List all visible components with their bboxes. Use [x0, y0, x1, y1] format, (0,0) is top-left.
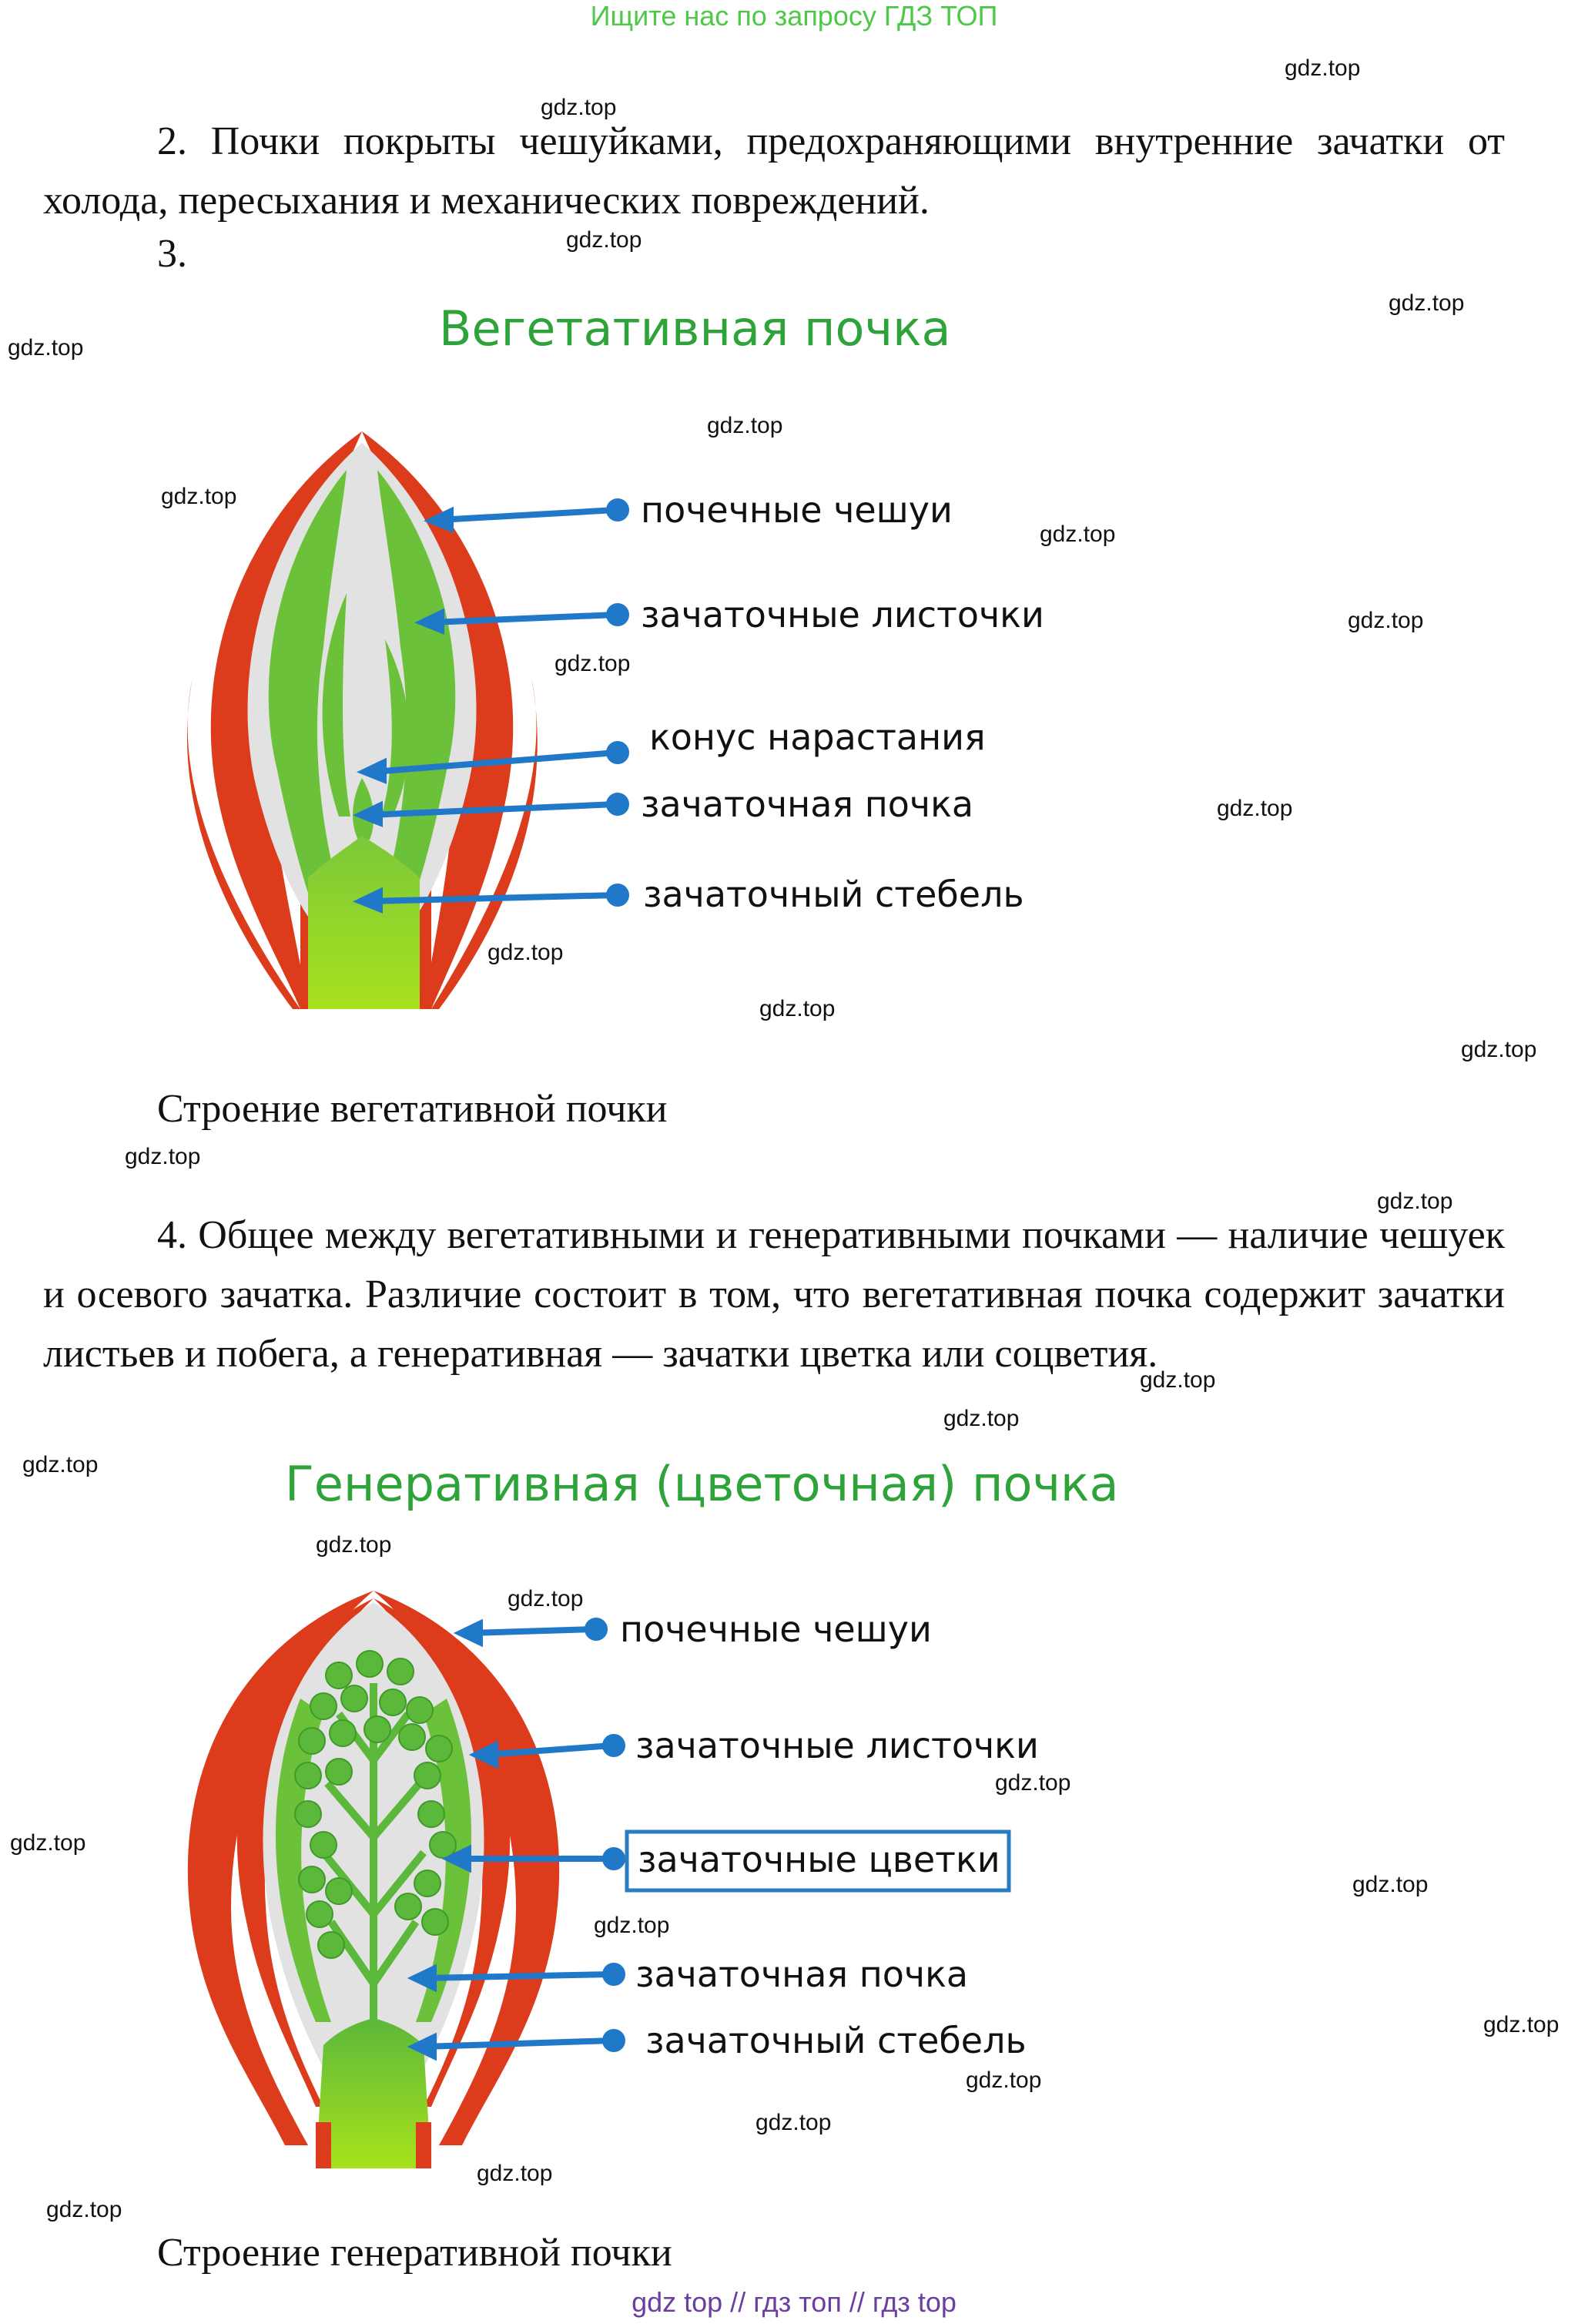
- watermark: gdz.top: [1483, 2012, 1560, 2037]
- label-arrows: [407, 1618, 625, 2061]
- watermark: gdz.top: [759, 996, 836, 1021]
- answer-4-paragraph: 4. Общее между вегетативными и генератив…: [43, 1213, 1505, 1376]
- inflorescence-branches: [320, 1683, 427, 2045]
- watermark: gdz.top: [1217, 796, 1293, 821]
- watermark: gdz.top: [1352, 1872, 1429, 1897]
- answer-3-number: 3.: [157, 232, 187, 276]
- label-embryonic-stem: зачаточный стебель: [645, 2020, 1027, 2061]
- watermark: gdz.top: [707, 413, 783, 438]
- watermark: gdz.top: [46, 2197, 122, 2222]
- label-embryonic-flowers: зачаточные цветки: [638, 1839, 1000, 1880]
- figure-2-title: Генеративная (цветочная) почка: [285, 1456, 1119, 1512]
- generative-bud-diagram: почечные чешуи зачаточные листочки зачат…: [187, 1591, 1039, 2168]
- watermark: gdz.top: [477, 2161, 553, 2186]
- watermark: gdz.top: [594, 1913, 670, 1938]
- label-embryonic-leaves: зачаточные листочки: [635, 1725, 1039, 1766]
- label-arrows: [353, 498, 629, 914]
- watermark: gdz.top: [1389, 290, 1465, 316]
- search-banner: Ищите нас по запросу ГДЗ ТОП: [590, 0, 998, 32]
- label-bud-scales: почечные чешуи: [620, 1608, 932, 1650]
- label-embryonic-stem: зачаточный стебель: [643, 874, 1024, 915]
- embryonic-stem: [316, 2018, 431, 2168]
- label-embryonic-bud: зачаточная почка: [635, 1953, 968, 1995]
- watermark: gdz.top: [161, 484, 237, 509]
- figure-2-caption: Строение генеративной почки: [157, 2231, 672, 2275]
- watermark: gdz.top: [1461, 1037, 1537, 1062]
- highlight-box: [625, 1829, 1011, 1893]
- watermark: gdz.top: [755, 2110, 832, 2135]
- footer-links: gdz top // гдз топ // гдз top: [632, 2286, 956, 2318]
- watermark: gdz.top: [10, 1830, 86, 1856]
- embryonic-leaves: [268, 470, 456, 917]
- watermark: gdz.top: [8, 335, 84, 361]
- embryonic-stem: [308, 836, 420, 1009]
- bud-scales: [186, 431, 538, 1009]
- label-embryonic-leaves: зачаточные листочки: [641, 594, 1044, 635]
- vegetative-bud-diagram: почечные чешуи зачаточные листочки конус…: [186, 431, 1044, 1009]
- watermark: gdz.top: [1285, 55, 1361, 81]
- watermark: gdz.top: [1377, 1189, 1453, 1214]
- watermark: gdz.top: [995, 1770, 1071, 1796]
- watermark: gdz.top: [966, 2067, 1042, 2093]
- label-embryonic-bud: зачаточная почка: [641, 783, 973, 825]
- embryonic-flowers: [294, 1650, 457, 1959]
- watermark: gdz.top: [1040, 521, 1116, 547]
- embryonic-leaves: [275, 1699, 472, 2022]
- watermark: gdz.top: [316, 1532, 392, 1558]
- watermark: gdz.top: [541, 95, 617, 120]
- watermark: gdz.top: [22, 1452, 99, 1477]
- label-bud-scales: почечные чешуи: [641, 489, 953, 531]
- watermark: gdz.top: [566, 227, 642, 253]
- watermark: gdz.top: [554, 651, 631, 676]
- answer-2-paragraph: 2. Почки покрыты чешуйками, предохраняющ…: [43, 119, 1505, 223]
- label-growth-cone: конус нарастания: [649, 716, 986, 758]
- watermark: gdz.top: [487, 940, 564, 965]
- watermark: gdz.top: [1348, 608, 1424, 633]
- watermark: gdz.top: [1140, 1367, 1216, 1393]
- watermark: gdz.top: [508, 1586, 584, 1611]
- figure-1-caption: Строение вегетативной почки: [157, 1087, 668, 1131]
- watermark: gdz.top: [943, 1406, 1020, 1431]
- figure-1-title: Вегетативная почка: [439, 300, 951, 357]
- watermark: gdz.top: [125, 1144, 201, 1169]
